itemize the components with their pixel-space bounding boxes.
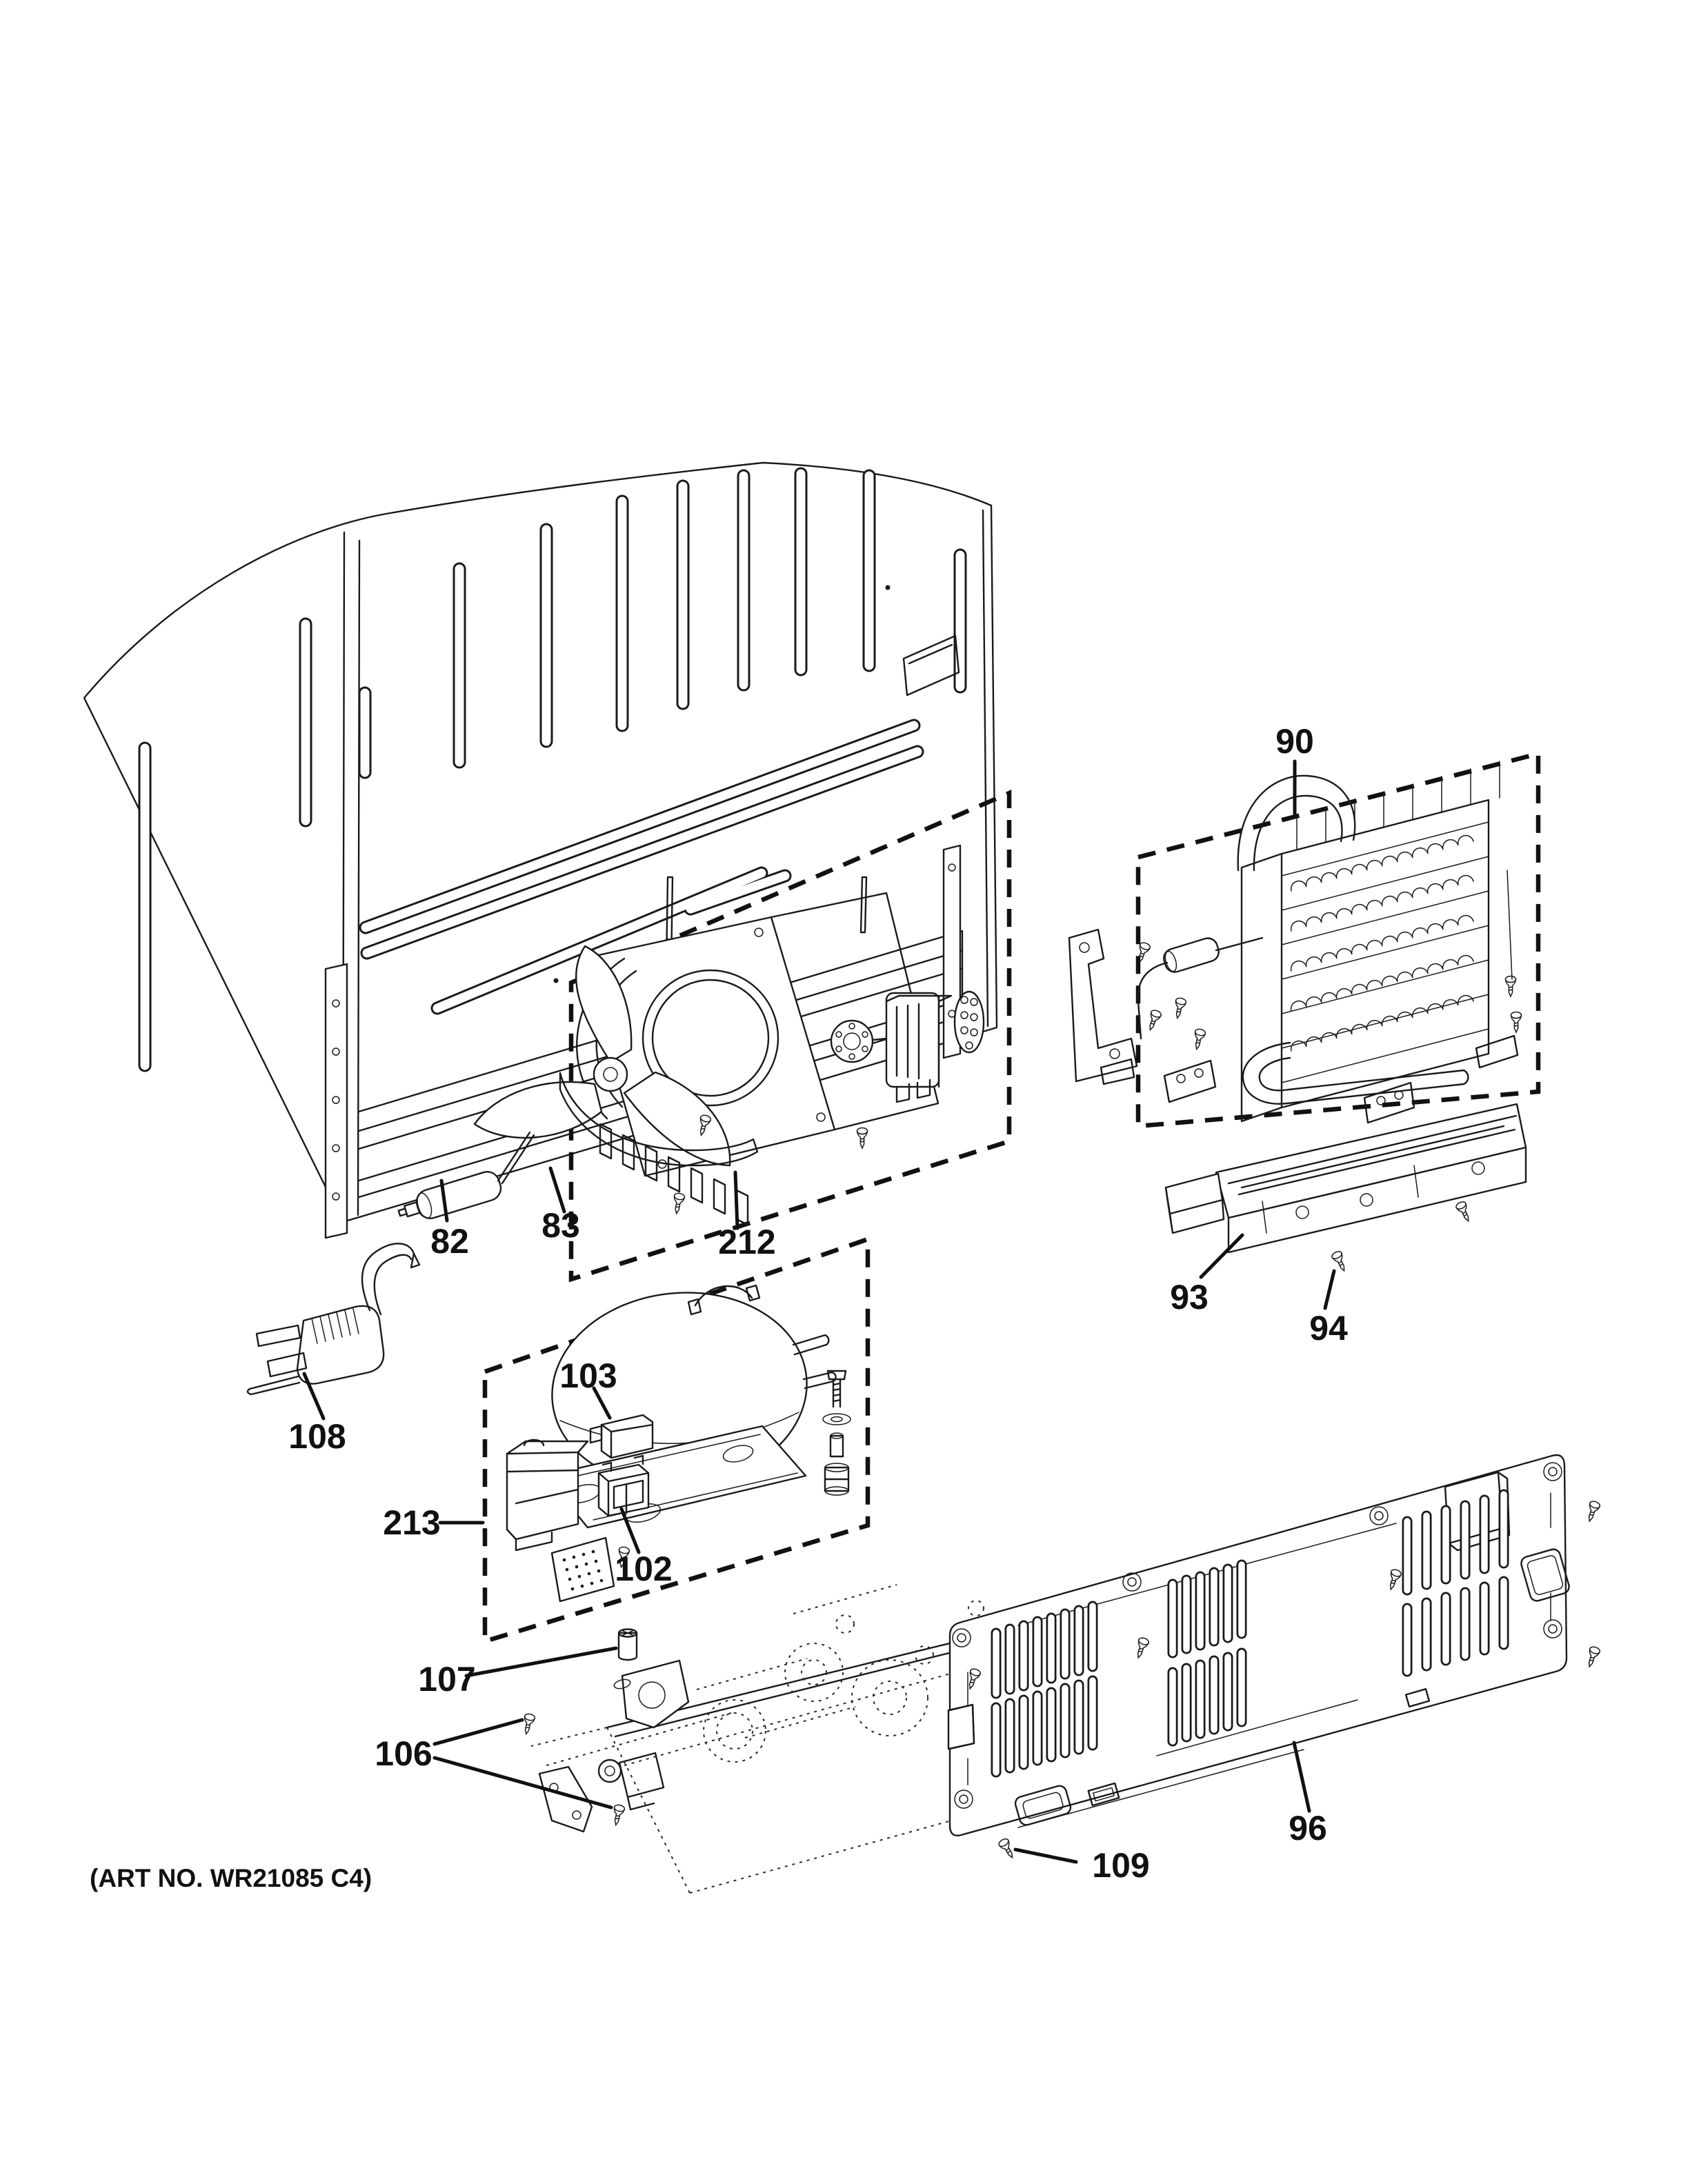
base-plate-screw — [610, 1803, 626, 1827]
start-relay — [597, 1454, 650, 1517]
callout-109: 109 — [1092, 1846, 1149, 1885]
evaporator-fan-assembly — [473, 892, 1163, 1226]
leader-lines — [302, 759, 1336, 1864]
callout-106: 106 — [375, 1734, 432, 1773]
cover-screw — [1584, 1645, 1602, 1669]
evaporator — [1137, 761, 1522, 1124]
rear-access-cover — [947, 1454, 1570, 1836]
callout-96: 96 — [1289, 1809, 1327, 1847]
callout-82: 82 — [430, 1222, 469, 1261]
grommet — [617, 1628, 638, 1661]
callout-213: 213 — [383, 1503, 440, 1542]
compressor-mounting-hardware — [822, 1370, 851, 1496]
compressor-group — [506, 1284, 851, 1603]
callouts: 82 83 90 93 94 96 102 103 106 107 108 10… — [288, 722, 1348, 1885]
rating-label — [550, 1536, 615, 1603]
overload-protector — [589, 1414, 654, 1459]
callout-212: 212 — [718, 1223, 775, 1261]
callout-102: 102 — [615, 1550, 672, 1588]
callout-94: 94 — [1309, 1309, 1348, 1348]
callout-90: 90 — [1275, 722, 1314, 761]
drain-pan — [1164, 1103, 1527, 1274]
callout-83: 83 — [541, 1206, 580, 1245]
capacitor-cover — [506, 1439, 589, 1552]
cover-screw — [1584, 1499, 1602, 1523]
callout-108: 108 — [288, 1417, 346, 1456]
fan-motor — [830, 992, 953, 1103]
callout-103: 103 — [559, 1356, 617, 1395]
power-cord — [246, 1243, 421, 1396]
art-number: (ART NO. WR21085 C4) — [90, 1864, 372, 1892]
drier-filter — [397, 1131, 535, 1219]
callout-107: 107 — [418, 1660, 475, 1699]
dashed-box-90 — [1135, 750, 1541, 1129]
callout-93: 93 — [1170, 1278, 1209, 1316]
base-plate-screw — [520, 1712, 537, 1736]
fan-motor-bracket — [1068, 928, 1138, 1085]
dashed-box-213 — [482, 1236, 871, 1645]
